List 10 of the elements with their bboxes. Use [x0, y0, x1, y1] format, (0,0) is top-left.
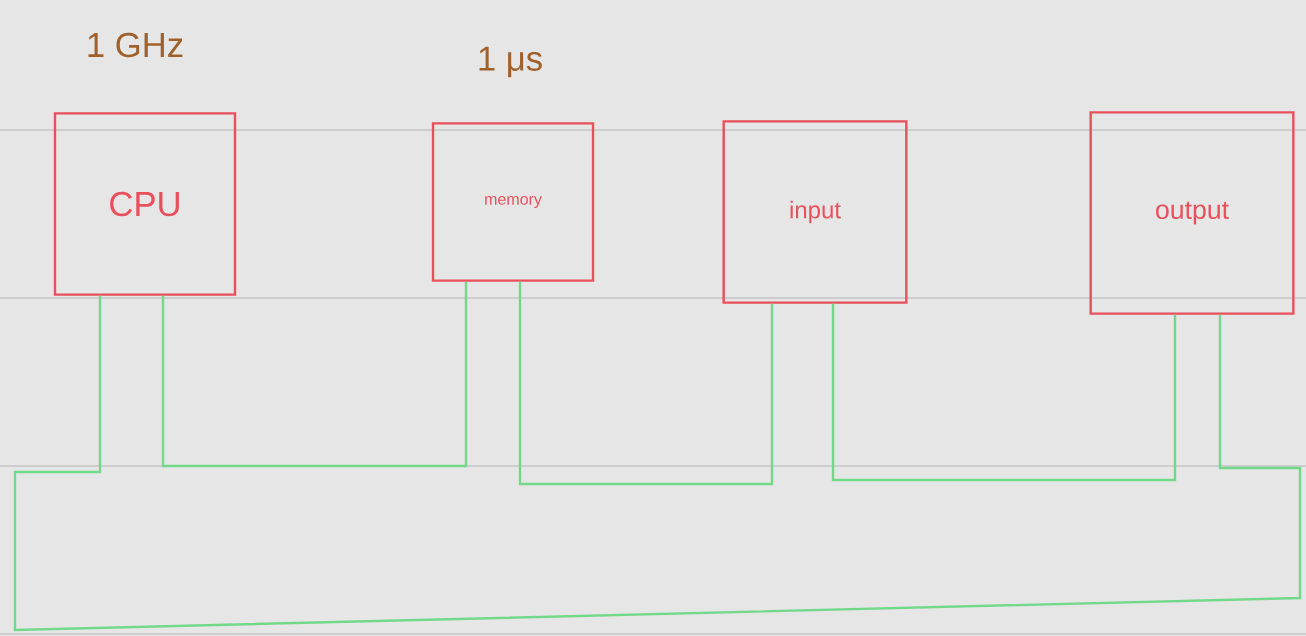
annotation-text: 1 GHz	[88, 32, 183, 58]
process-box: memory	[431, 122, 595, 282]
wire	[13, 295, 1302, 632]
wire	[831, 303, 1177, 482]
annotation-text: 1 μs	[479, 46, 542, 78]
process-box: CPU	[53, 112, 237, 296]
process-box: output	[1089, 111, 1295, 315]
process-box: input	[722, 120, 908, 304]
wire	[518, 281, 774, 486]
wire	[161, 281, 468, 468]
